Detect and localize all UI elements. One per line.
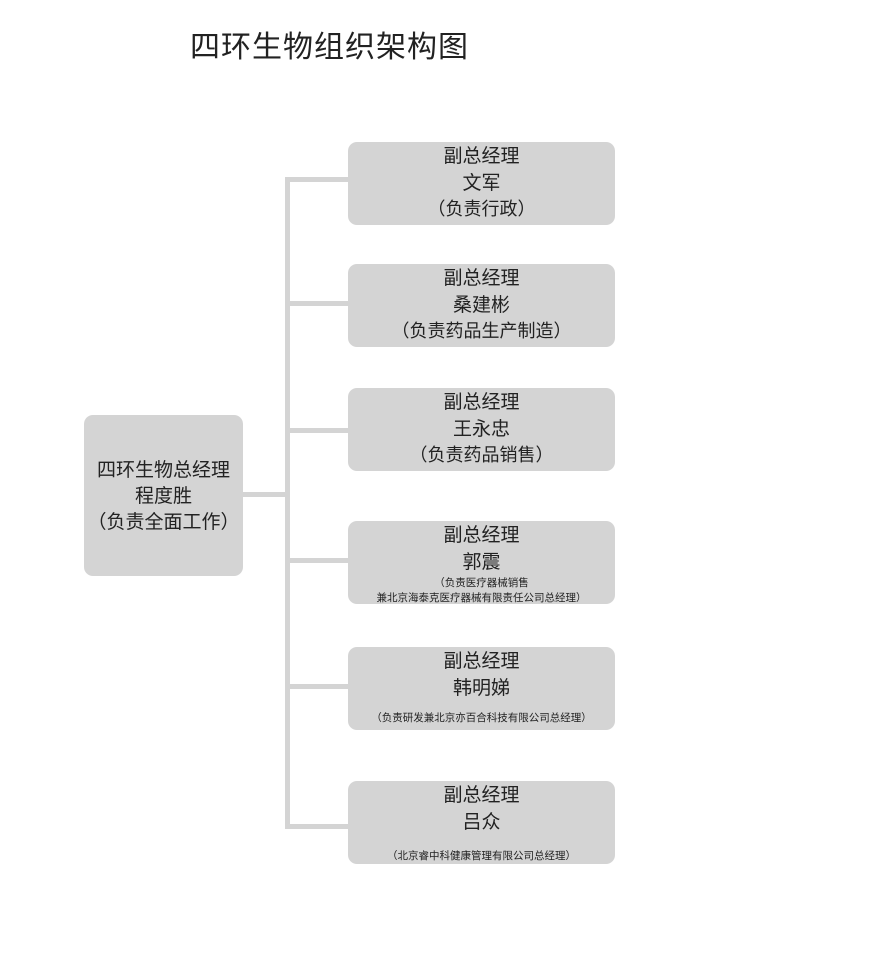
vp-duty-line-2: 兼北京海泰克医疗器械有限责任公司总经理） bbox=[376, 592, 587, 604]
vp-duty-line-1: （负责医疗器械销售 bbox=[434, 577, 529, 589]
vp-duty: （负责研发兼北京亦百合科技有限公司总经理） bbox=[371, 712, 592, 724]
vp-node-3: 副总经理 王永忠 （负责药品销售） bbox=[348, 388, 615, 471]
vp-role: 副总经理 bbox=[443, 391, 520, 413]
vp-node-5: 副总经理 韩明娣 （负责研发兼北京亦百合科技有限公司总经理） bbox=[348, 647, 615, 730]
branch-connector-4 bbox=[285, 558, 348, 563]
vp-role: 副总经理 bbox=[443, 650, 520, 672]
vp-name: 文军 bbox=[462, 172, 501, 194]
vp-node-6: 副总经理 吕众 （北京睿中科健康管理有限公司总经理） bbox=[348, 781, 615, 864]
chart-title: 四环生物组织架构图 bbox=[190, 30, 469, 65]
vp-name: 吕众 bbox=[462, 811, 501, 833]
vp-duty: （负责药品生产制造） bbox=[391, 321, 572, 342]
vp-name: 韩明娣 bbox=[452, 677, 510, 699]
vp-role: 副总经理 bbox=[443, 524, 520, 546]
gm-name: 程度胜 bbox=[134, 484, 192, 507]
branch-connector-6 bbox=[285, 824, 348, 829]
branch-connector-1 bbox=[285, 177, 348, 182]
root-connector bbox=[243, 492, 288, 497]
branch-connector-3 bbox=[285, 428, 348, 433]
general-manager-node: 四环生物总经理 程度胜 （负责全面工作） bbox=[84, 415, 243, 576]
branch-connector-5 bbox=[285, 684, 348, 689]
branch-connector-2 bbox=[285, 301, 348, 306]
vp-name: 桑建彬 bbox=[452, 294, 510, 316]
vp-duty: （北京睿中科健康管理有限公司总经理） bbox=[387, 850, 576, 862]
vp-role: 副总经理 bbox=[443, 267, 520, 289]
gm-title: 四环生物总经理 bbox=[96, 458, 230, 481]
vp-node-2: 副总经理 桑建彬 （负责药品生产制造） bbox=[348, 264, 615, 347]
vp-node-1: 副总经理 文军 （负责行政） bbox=[348, 142, 615, 225]
trunk-connector bbox=[285, 177, 290, 829]
vp-duty: （负责药品销售） bbox=[409, 445, 554, 466]
vp-node-4: 副总经理 郭震 （负责医疗器械销售 兼北京海泰克医疗器械有限责任公司总经理） bbox=[348, 521, 615, 604]
vp-role: 副总经理 bbox=[443, 784, 520, 806]
gm-duty: （负责全面工作） bbox=[87, 510, 240, 533]
vp-name: 王永忠 bbox=[452, 418, 510, 440]
vp-name: 郭震 bbox=[462, 551, 501, 573]
vp-role: 副总经理 bbox=[443, 145, 520, 167]
vp-duty: （负责行政） bbox=[427, 199, 536, 220]
